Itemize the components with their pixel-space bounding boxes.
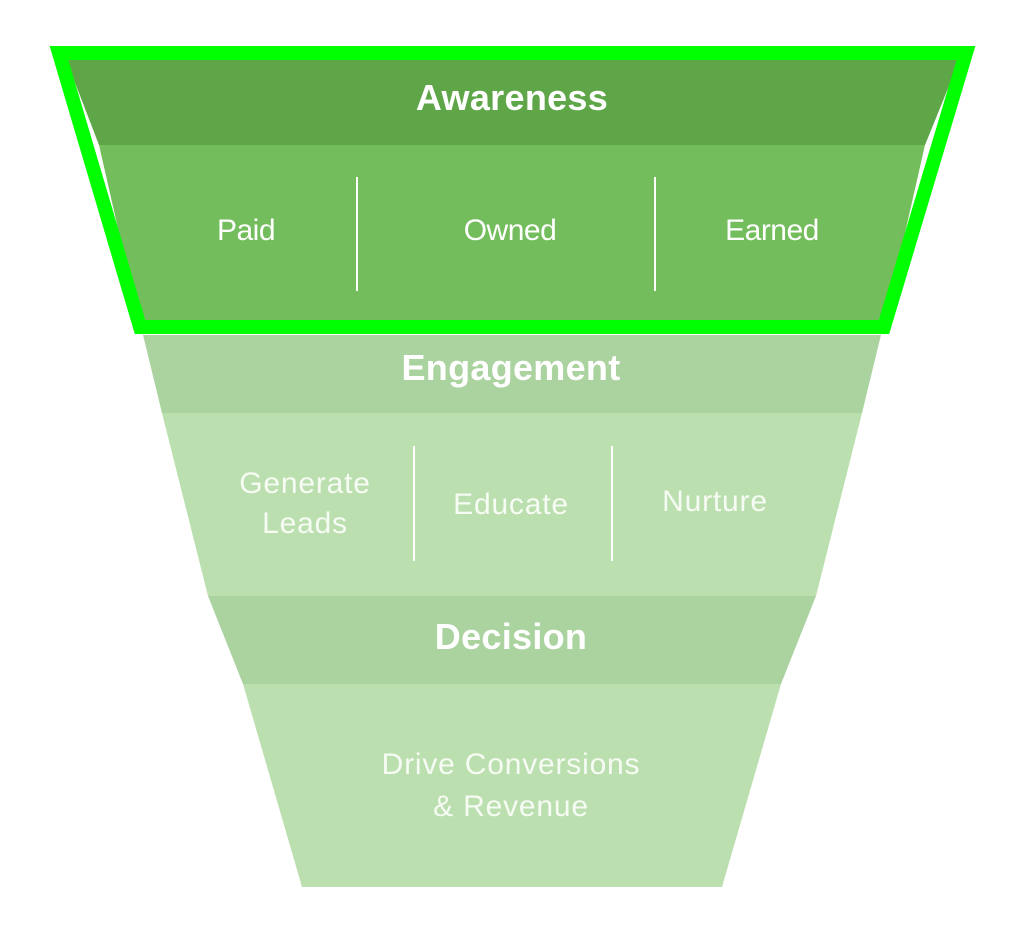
awareness-highlight-border	[49, 46, 976, 334]
decision-stage-body	[243, 684, 781, 887]
engagement-item-nurture: Nurture	[662, 485, 768, 518]
decision-title: Decision	[434, 616, 588, 657]
awareness-stage-body	[99, 145, 925, 325]
awareness-item-owned: Owned	[463, 214, 557, 247]
decision-body-text: Drive Conversions & Revenue	[381, 748, 641, 823]
engagement-item-generate-leads: Generate Leads	[239, 467, 371, 540]
engagement-stage-header	[143, 335, 881, 413]
decision-stage-header	[208, 596, 816, 684]
awareness-title: Awareness	[415, 77, 609, 118]
engagement-item-educate: Educate	[453, 488, 569, 521]
awareness-item-paid: Paid	[216, 214, 276, 247]
engagement-title: Engagement	[401, 347, 621, 388]
awareness-stage-header	[64, 54, 962, 145]
engagement-stage-body	[162, 413, 862, 596]
awareness-item-earned: Earned	[725, 214, 819, 247]
